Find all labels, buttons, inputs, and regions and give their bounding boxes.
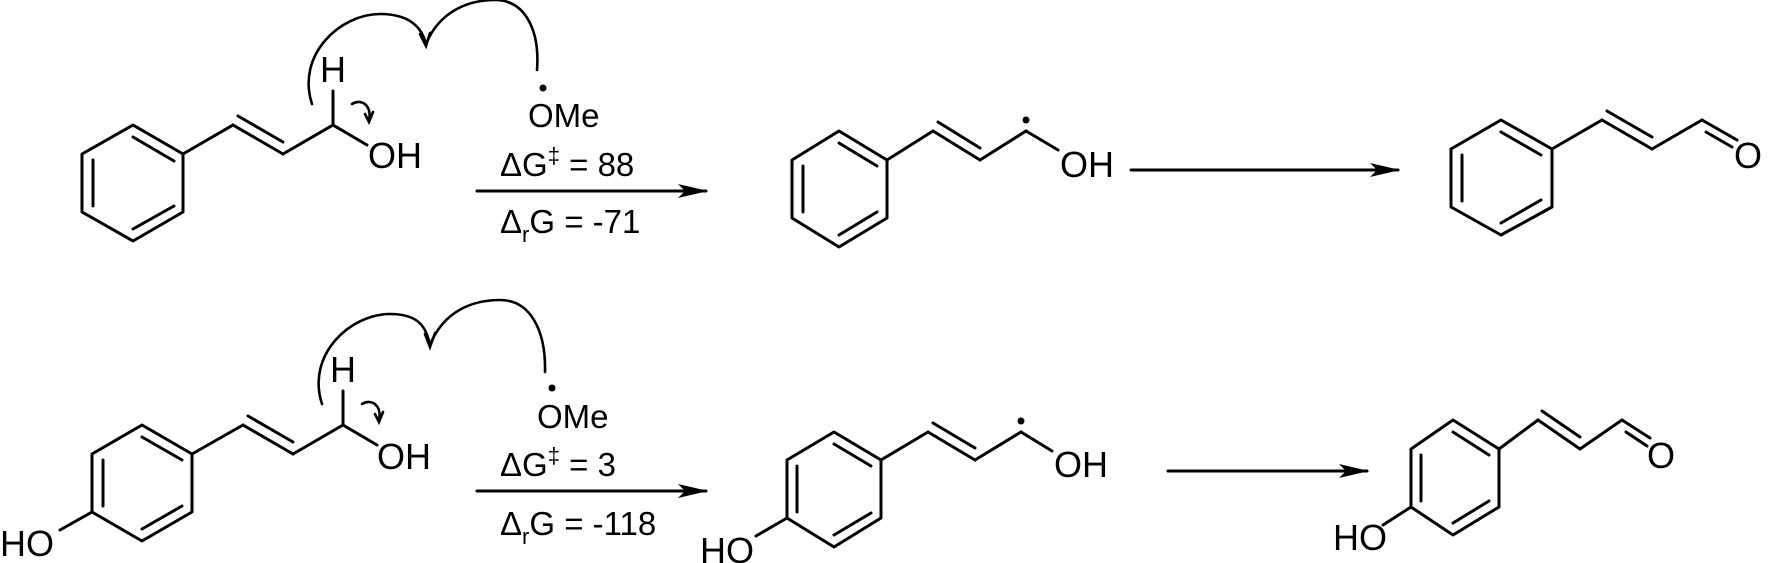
reaction-energy-label: ΔrG = -71 xyxy=(500,203,640,247)
activation-energy-label: ΔG‡ = 88 xyxy=(500,143,634,183)
reaction-conditions-row-1: OMe ΔG‡ = 88 ΔrG = -71 xyxy=(475,84,708,247)
reaction-row-1: H OH OMe ΔG‡ = 88 ΔrG = -71 xyxy=(80,0,1762,249)
radical-dot xyxy=(1017,417,1025,425)
curved-arrows-row-1 xyxy=(307,0,539,126)
reagent-methoxy-radical: OMe xyxy=(537,398,609,435)
hydrogen-label: H xyxy=(330,349,356,390)
carbonyl-oxygen-label: O xyxy=(1734,135,1762,176)
phenol-hydroxyl-label: HO xyxy=(700,530,754,563)
reaction-row-2: HO H OH OMe ΔG‡ = 3 ΔrG = -118 xyxy=(0,298,1675,563)
reactant-cinnamyl-alcohol: H OH xyxy=(80,49,422,243)
phenol-hydroxyl-label: HO xyxy=(1333,517,1387,558)
intermediate-radical-2: HO OH xyxy=(700,417,1108,563)
reagent-methoxy-radical: OMe xyxy=(528,97,600,134)
carbonyl-oxygen-label: O xyxy=(1647,435,1675,476)
reaction-conditions-row-2: OMe ΔG‡ = 3 ΔrG = -118 xyxy=(475,384,708,549)
hydroxyl-label: OH xyxy=(368,135,422,176)
intermediate-radical-1: OH xyxy=(790,116,1114,249)
product-cinnamaldehyde: O xyxy=(1449,109,1762,237)
curved-arrows-row-2 xyxy=(317,298,547,426)
product-p-coumaraldehyde: HO O xyxy=(1333,409,1675,558)
phenol-hydroxyl-label: HO xyxy=(0,523,54,563)
hydrogen-label: H xyxy=(320,49,346,90)
hydroxyl-label: OH xyxy=(1054,444,1108,485)
radical-dot xyxy=(539,84,547,92)
hydroxyl-label: OH xyxy=(1060,144,1114,185)
reactant-p-coumaryl-alcohol: HO H OH xyxy=(0,349,431,563)
activation-energy-label: ΔG‡ = 3 xyxy=(500,443,616,483)
hydroxyl-label: OH xyxy=(377,436,431,477)
radical-dot xyxy=(548,384,556,392)
radical-dot xyxy=(1022,116,1030,124)
reaction-energy-label: ΔrG = -118 xyxy=(500,505,656,549)
